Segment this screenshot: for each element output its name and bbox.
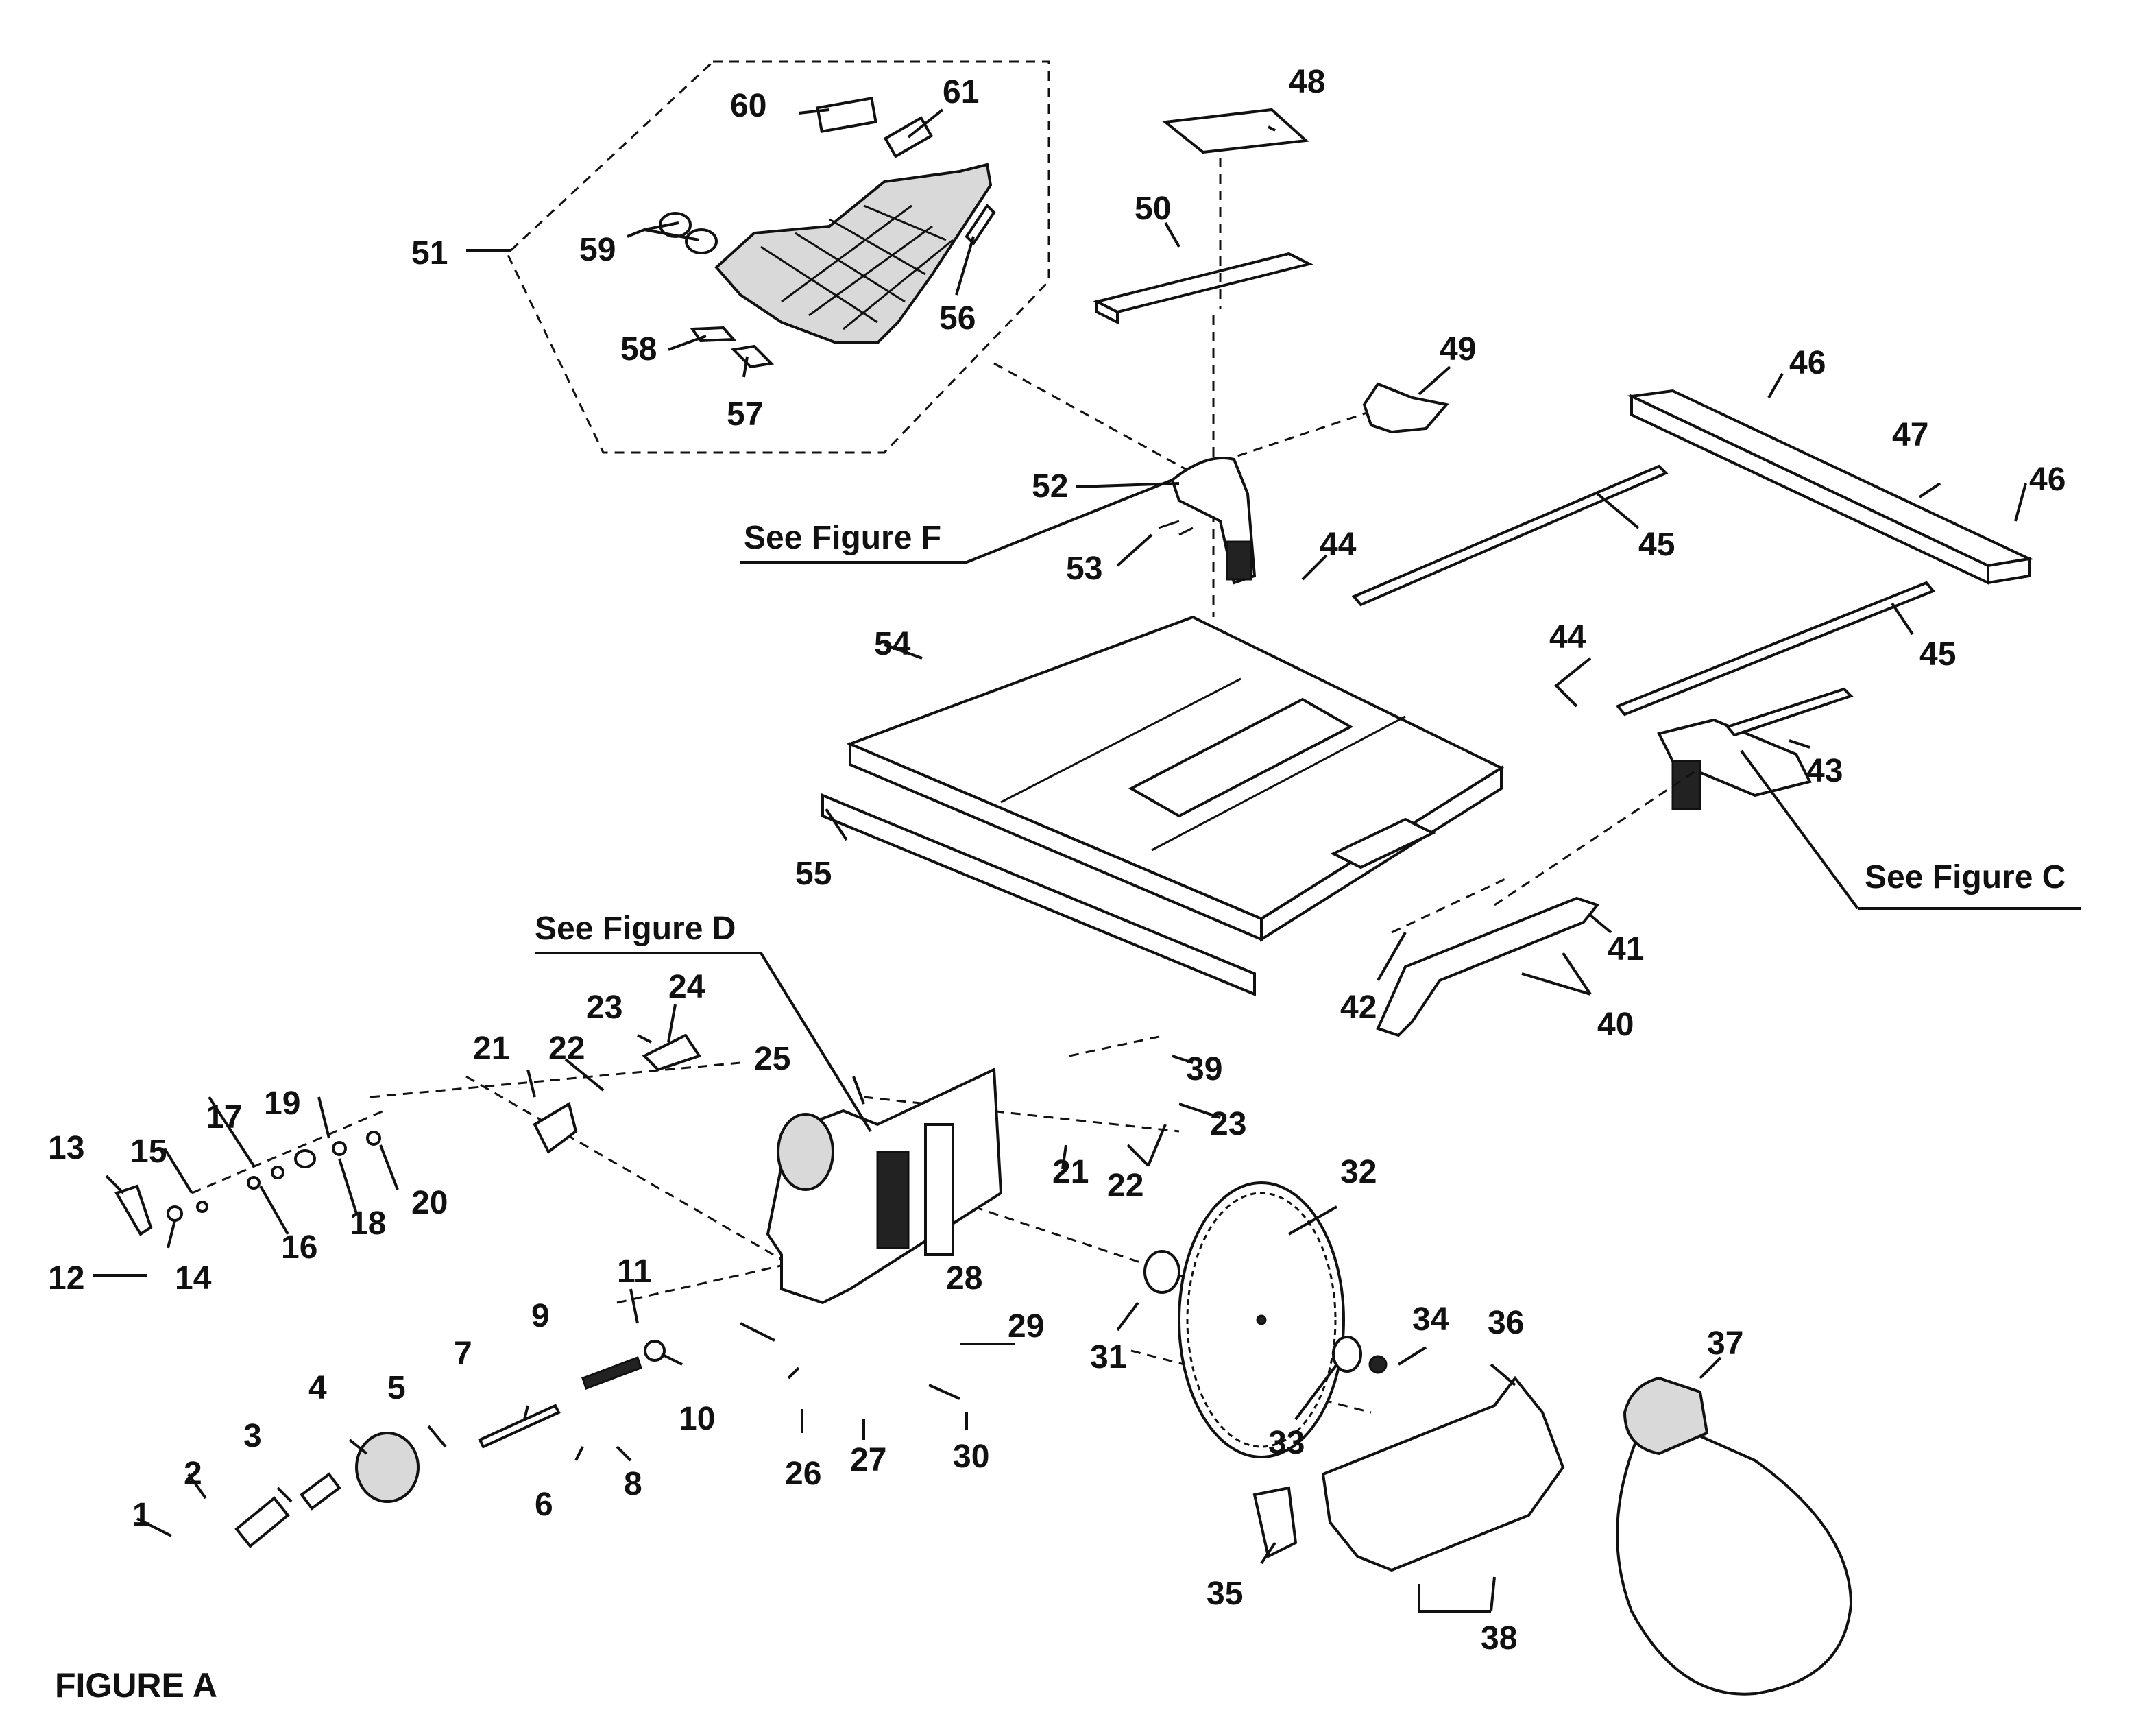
part-number-3: 3 xyxy=(243,1418,262,1454)
part-number-54: 54 xyxy=(874,626,911,662)
part-number-26: 26 xyxy=(785,1456,821,1492)
part-number-45a: 45 xyxy=(1638,527,1675,563)
fence-rail xyxy=(1627,389,2034,586)
part-number-46b: 46 xyxy=(2029,461,2066,498)
dust-hose xyxy=(1616,1376,1853,1696)
part-number-60: 60 xyxy=(730,88,766,124)
part-number-50: 50 xyxy=(1135,191,1171,227)
see-figure-c-label: See Figure C xyxy=(1865,859,2066,895)
part-number-23b: 23 xyxy=(1210,1106,1246,1142)
see-figure-f-label: See Figure F xyxy=(744,520,941,556)
front-rail-rod-lower xyxy=(1615,581,1936,717)
part-number-21b: 21 xyxy=(1052,1154,1089,1190)
front-rail-rod-upper xyxy=(1351,464,1669,607)
part-number-2: 2 xyxy=(184,1456,202,1492)
part-number-6: 6 xyxy=(535,1487,553,1523)
part-number-43: 43 xyxy=(1806,753,1843,789)
part-number-55: 55 xyxy=(795,856,832,892)
part-number-52: 52 xyxy=(1032,468,1068,505)
blade-flange-inner xyxy=(1143,1250,1180,1294)
part-number-61: 61 xyxy=(943,74,979,110)
part-number-14: 14 xyxy=(175,1260,212,1297)
part-number-42: 42 xyxy=(1340,989,1377,1026)
part-number-labels: 1 2 3 4 5 6 7 8 9 10 11 12 13 14 15 16 1… xyxy=(48,64,2066,1657)
part-number-20: 20 xyxy=(411,1185,448,1221)
part-number-44b: 44 xyxy=(1549,619,1586,655)
part-number-28: 28 xyxy=(946,1260,982,1297)
part-number-47: 47 xyxy=(1892,417,1928,453)
part-number-10: 10 xyxy=(679,1401,715,1437)
part-number-53: 53 xyxy=(1066,551,1102,587)
part-number-57: 57 xyxy=(727,396,763,433)
part-number-11: 11 xyxy=(617,1253,652,1290)
part-number-25: 25 xyxy=(754,1041,790,1077)
part-number-18: 18 xyxy=(350,1205,386,1242)
bevel-lock-lever xyxy=(114,1184,153,1236)
part-number-7: 7 xyxy=(454,1336,472,1372)
part-number-31: 31 xyxy=(1090,1339,1126,1375)
leader-lines xyxy=(93,108,2081,1613)
part-number-27: 27 xyxy=(850,1442,886,1478)
part-number-44a: 44 xyxy=(1320,527,1357,563)
blade-guard-assembly xyxy=(506,60,1050,454)
part-number-35: 35 xyxy=(1207,1576,1243,1612)
part-number-38: 38 xyxy=(1481,1620,1517,1657)
figure-title: FIGURE A xyxy=(55,1666,217,1705)
saw-blade xyxy=(1178,1181,1345,1458)
part-number-17: 17 xyxy=(206,1099,242,1135)
see-figure-d-label: See Figure D xyxy=(535,911,736,947)
part-number-5: 5 xyxy=(387,1370,406,1406)
part-number-30: 30 xyxy=(953,1439,989,1475)
anti-kickback-pawl xyxy=(1362,382,1449,434)
washer-stack xyxy=(167,1131,381,1222)
part-number-8: 8 xyxy=(624,1466,642,1502)
part-number-37: 37 xyxy=(1707,1325,1743,1362)
saw-table xyxy=(821,615,1505,996)
elevation-crank xyxy=(234,1340,666,1548)
part-number-32: 32 xyxy=(1340,1154,1377,1190)
part-number-4: 4 xyxy=(308,1370,327,1406)
part-number-36: 36 xyxy=(1488,1305,1524,1341)
blade-flange-outer xyxy=(1332,1336,1388,1374)
carry-handle xyxy=(1376,896,1600,1037)
part-number-49: 49 xyxy=(1440,331,1476,368)
part-number-33: 33 xyxy=(1268,1425,1305,1461)
part-number-13: 13 xyxy=(48,1130,84,1166)
part-number-56: 56 xyxy=(939,300,976,337)
part-number-59: 59 xyxy=(579,232,616,268)
part-number-46a: 46 xyxy=(1789,345,1826,381)
part-number-51: 51 xyxy=(411,235,448,272)
part-number-24: 24 xyxy=(668,969,705,1005)
part-number-12: 12 xyxy=(48,1260,84,1297)
throat-plate xyxy=(1093,252,1313,325)
part-number-40: 40 xyxy=(1597,1007,1634,1043)
rip-fence-lock xyxy=(1657,687,1854,810)
part-number-22a: 22 xyxy=(548,1031,585,1067)
part-number-34: 34 xyxy=(1412,1301,1449,1338)
part-number-22b: 22 xyxy=(1107,1168,1143,1204)
part-number-19: 19 xyxy=(264,1085,300,1122)
part-number-15: 15 xyxy=(130,1133,167,1170)
riving-knife xyxy=(1158,457,1257,585)
label-plate xyxy=(1162,108,1309,154)
part-number-1: 1 xyxy=(132,1497,151,1533)
part-number-29: 29 xyxy=(1008,1308,1044,1345)
part-number-48: 48 xyxy=(1289,64,1325,100)
motor-trunnion-assembly xyxy=(766,1067,1003,1305)
part-number-39: 39 xyxy=(1186,1051,1222,1087)
bevel-scale-plate xyxy=(533,1033,702,1155)
part-number-45b: 45 xyxy=(1919,636,1956,673)
part-number-41: 41 xyxy=(1608,931,1644,967)
part-number-58: 58 xyxy=(620,331,657,368)
part-number-9: 9 xyxy=(531,1298,550,1334)
part-number-23a: 23 xyxy=(586,989,622,1026)
part-number-16: 16 xyxy=(281,1229,317,1266)
lower-blade-guard xyxy=(1252,1375,1565,1572)
part-number-21a: 21 xyxy=(473,1031,509,1067)
